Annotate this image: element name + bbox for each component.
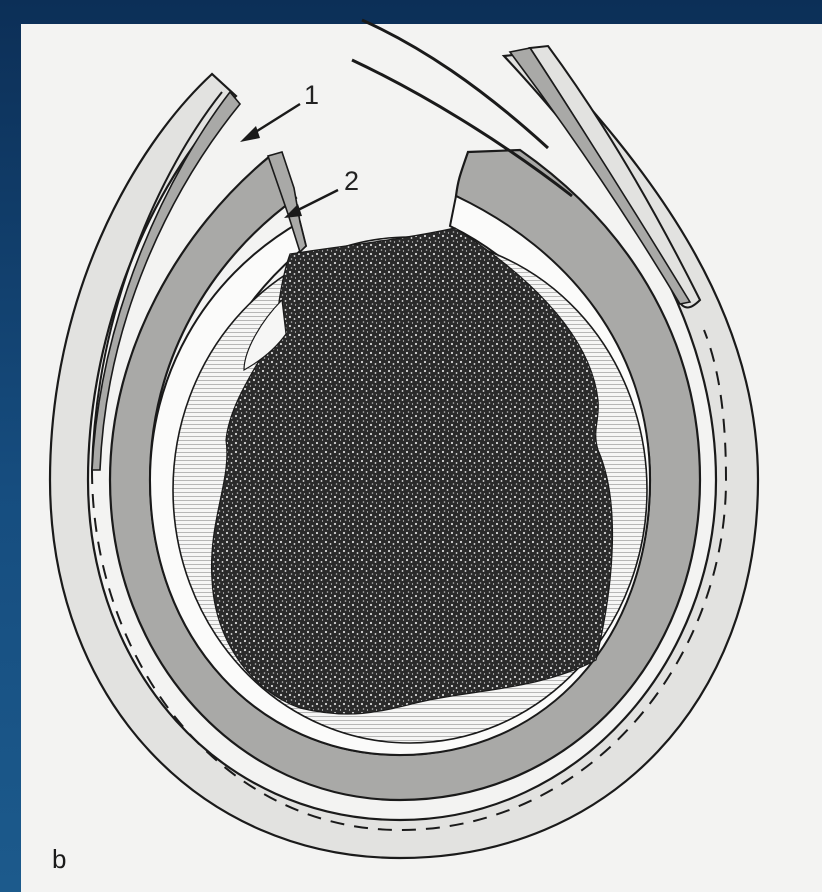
arrow-1 [240, 104, 300, 142]
callout-label-1: 1 [304, 80, 319, 110]
callout-label-2: 2 [344, 166, 359, 196]
panel-letter: b [52, 844, 66, 874]
top-curve-1 [362, 20, 548, 148]
